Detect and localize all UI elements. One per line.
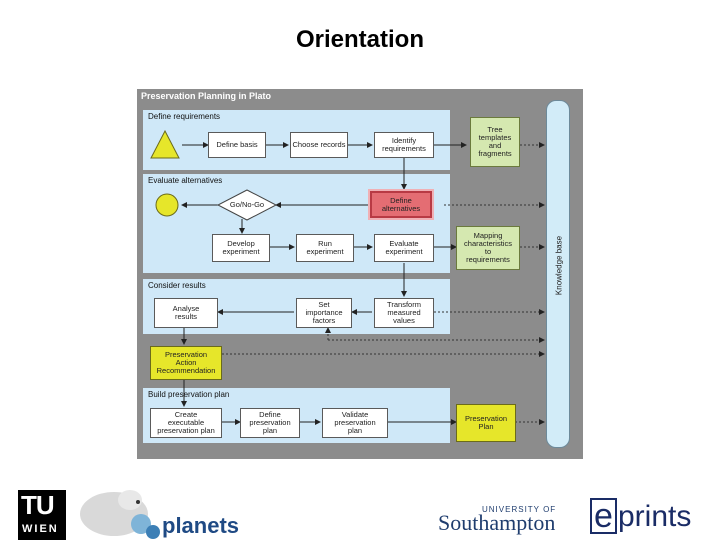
node-tree-templates: Tree templates and fragments — [470, 117, 520, 167]
node-mapping-characteristics: Mapping characteristics to requirements — [456, 226, 520, 270]
node-action-recommendation: Preservation Action Recommendation — [150, 346, 222, 380]
node-develop-experiment: Develop experiment — [212, 234, 270, 262]
node-set-importance-factors: Set importance factors — [296, 298, 352, 328]
group-label: Build preservation plan — [148, 390, 230, 399]
node-preservation-plan: Preservation Plan — [456, 404, 516, 442]
tu-wien-logo: TU WIEN — [18, 490, 66, 540]
southampton-logo-small: UNIVERSITY OF — [482, 505, 557, 514]
eprints-logo-rest: prints — [618, 500, 692, 533]
start-triangle — [150, 129, 180, 159]
panel-title: Preservation Planning in Plato — [141, 91, 272, 101]
planets-logo: planets — [162, 513, 240, 538]
eprints-logo: e prints — [588, 498, 698, 538]
group-label: Define requirements — [148, 112, 221, 121]
node-transform-values: Transform measured values — [374, 298, 434, 328]
end-circle — [155, 193, 179, 217]
group-label: Consider results — [148, 281, 206, 290]
knowledge-base: Knowledge base — [546, 100, 570, 448]
node-define-plan: Define preservation plan — [240, 408, 300, 438]
node-evaluate-experiment: Evaluate experiment — [374, 234, 434, 262]
node-identify-requirements: Identify requirements — [374, 132, 434, 158]
node-validate-plan: Validate preservation plan — [322, 408, 388, 438]
node-choose-records: Choose records — [290, 132, 348, 158]
node-analyse-results: Analyse results — [154, 298, 218, 328]
group-label: Evaluate alternatives — [148, 176, 223, 185]
planets-logo-graphic — [80, 490, 160, 539]
node-go-nogo-label: Go/No-Go — [229, 200, 265, 209]
southampton-logo: Southampton — [438, 510, 556, 535]
node-run-experiment: Run experiment — [296, 234, 354, 262]
node-define-alternatives: Define alternatives — [368, 189, 434, 220]
go-nogo-diamond — [216, 189, 278, 221]
node-create-plan: Create executable preservation plan — [150, 408, 222, 438]
slide-title: Orientation — [295, 26, 424, 53]
tu-wien-logo-bottom: WIEN — [22, 523, 59, 535]
eprints-logo-e: e — [590, 498, 617, 534]
node-define-basis: Define basis — [208, 132, 266, 158]
tu-wien-logo-top: TU — [21, 490, 55, 520]
